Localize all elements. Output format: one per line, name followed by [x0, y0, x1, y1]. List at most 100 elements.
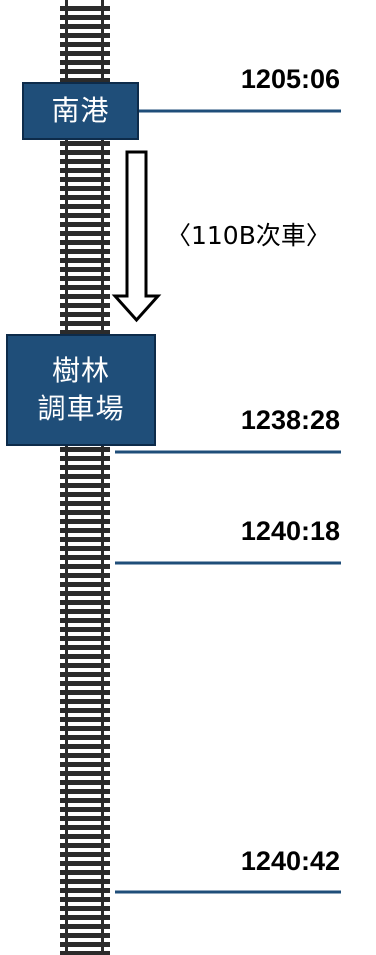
track-tie — [60, 915, 110, 920]
track-tie — [60, 528, 110, 533]
track-tie — [60, 906, 110, 911]
track-tie — [60, 69, 110, 74]
track-tie — [60, 42, 110, 47]
rail-right — [101, 0, 104, 955]
track-tie — [60, 258, 110, 263]
track-tie — [60, 825, 110, 830]
track-tie — [60, 510, 110, 515]
track-tie — [60, 627, 110, 632]
track-tie — [60, 753, 110, 758]
track-tie — [60, 582, 110, 587]
track-tie — [60, 888, 110, 893]
track-tie — [60, 474, 110, 479]
track-tie — [60, 663, 110, 668]
track-tie — [60, 168, 110, 173]
track-tie — [60, 951, 110, 955]
track-tie — [60, 726, 110, 731]
track-tie — [60, 816, 110, 821]
track-tie — [60, 645, 110, 650]
track-tie — [60, 843, 110, 848]
track-tie — [60, 276, 110, 281]
track-tie — [60, 483, 110, 488]
track-tie — [60, 60, 110, 65]
station-name-line: 樹林 — [51, 354, 110, 387]
track-tie — [60, 852, 110, 857]
track-tie — [60, 33, 110, 38]
track-tie — [60, 330, 110, 335]
track-tie — [60, 672, 110, 677]
track-tie — [60, 519, 110, 524]
track-tie — [60, 51, 110, 56]
track-tie — [60, 141, 110, 146]
track-tie — [60, 879, 110, 884]
track-tie — [60, 933, 110, 938]
track-tie — [60, 699, 110, 704]
track-tie — [60, 717, 110, 722]
track-tie — [60, 897, 110, 902]
track-tie — [60, 744, 110, 749]
track-tie — [60, 708, 110, 713]
station-name-line: 調車場 — [37, 392, 125, 425]
track-tie — [60, 654, 110, 659]
track-tie — [60, 834, 110, 839]
track-tie — [60, 6, 110, 11]
track-tie — [60, 690, 110, 695]
track-tie — [60, 15, 110, 20]
track-tie — [60, 681, 110, 686]
track-tie — [60, 465, 110, 470]
track-tie — [60, 249, 110, 254]
track-tie — [60, 231, 110, 236]
track-tie — [60, 159, 110, 164]
track-tie — [60, 798, 110, 803]
time-label-4: 1240:42 — [240, 846, 340, 876]
track-tie — [60, 447, 110, 452]
track-tie — [60, 762, 110, 767]
track-tie — [60, 177, 110, 182]
track-tie — [60, 294, 110, 299]
track-tie — [60, 312, 110, 317]
track-tie — [60, 564, 110, 569]
track-tie — [60, 573, 110, 578]
track-tie — [60, 780, 110, 785]
station-name-line: 南港 — [51, 94, 110, 127]
track-tie — [60, 555, 110, 560]
track-tie — [60, 807, 110, 812]
station-shulin-yard: 樹林 調車場 — [6, 334, 156, 446]
track-tie — [60, 789, 110, 794]
track-tie — [60, 78, 110, 83]
track-tie — [60, 618, 110, 623]
rail-left — [65, 0, 68, 955]
track-tie — [60, 600, 110, 605]
track-tie — [60, 546, 110, 551]
track-tie — [60, 213, 110, 218]
time-label-1: 1205:06 — [240, 64, 340, 94]
track-tie — [60, 591, 110, 596]
track-tie — [60, 267, 110, 272]
station-nangang: 南港 — [22, 82, 139, 140]
track-tie — [60, 636, 110, 641]
track-tie — [60, 870, 110, 875]
track-tie — [60, 285, 110, 290]
track-tie — [60, 492, 110, 497]
track-tie — [60, 456, 110, 461]
track-tie — [60, 861, 110, 866]
track-tie — [60, 537, 110, 542]
track-tie — [60, 303, 110, 308]
track-tie — [60, 942, 110, 947]
track-tie — [60, 240, 110, 245]
time-label-3: 1240:18 — [240, 516, 340, 546]
track-tie — [60, 735, 110, 740]
track-tie — [60, 150, 110, 155]
track-tie — [60, 195, 110, 200]
track-tie — [60, 321, 110, 326]
track-tie — [60, 186, 110, 191]
time-label-2: 1238:28 — [240, 405, 340, 435]
track-tie — [60, 222, 110, 227]
track-tie — [60, 924, 110, 929]
train-number-note: 〈110B次車〉 — [166, 221, 331, 250]
track-tie — [60, 204, 110, 209]
track-tie — [60, 24, 110, 29]
track-tie — [60, 501, 110, 506]
